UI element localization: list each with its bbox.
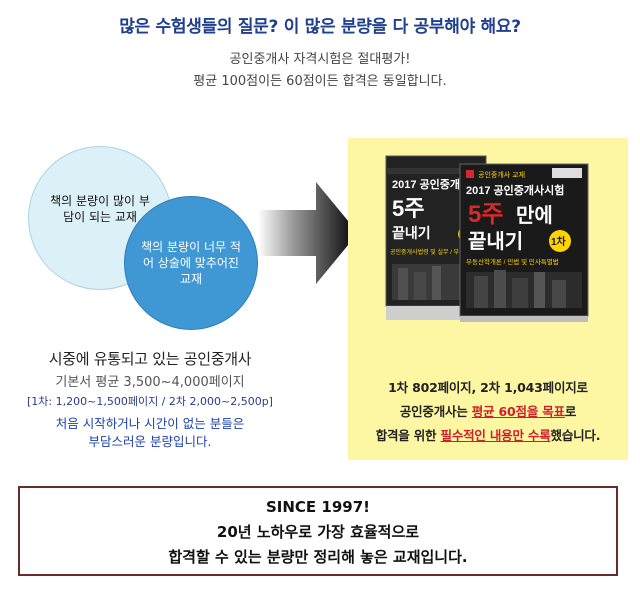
yellow-line3-highlight: 필수적인 내용만 수록 [440, 428, 551, 443]
bottom-summary-box: SINCE 1997! 20년 노하우로 가장 효율적으로 합격할 수 있는 분… [18, 486, 618, 576]
circle-thin-books-label: 책의 분량이 너무 적어 상술에 맞추어진 교재 [141, 240, 241, 286]
yellow-panel-text: 1차 802페이지, 2차 1,043페이지로 공인중개사는 평균 60점을 목… [348, 376, 628, 448]
market-books-info: 시중에 유통되고 있는 공인중개사 기본서 평균 3,500~4,000페이지 … [0, 348, 300, 451]
bottom-line1: SINCE 1997! [265, 498, 370, 516]
headline: 많은 수험생들의 질문? 이 많은 분량을 다 공부해야 해요? [119, 17, 521, 37]
svg-text:5주: 5주 [392, 196, 424, 221]
yellow-line2: 공인중개사는 평균 60점을 목표로 [348, 400, 628, 424]
yellow-line2-post: 로 [564, 404, 577, 419]
yellow-line3-pre: 합격을 위한 [375, 428, 441, 443]
back-book-subjects: 공인중개사법령 및 실무 / 부동산공법 [390, 248, 481, 256]
svg-text:끝내기: 끝내기 [392, 225, 431, 241]
market-books-note: 처음 시작하거나 시간이 없는 분들은 부담스러운 분량입니다. [0, 415, 300, 451]
circle-thin-books: 책의 분량이 너무 적어 상술에 맞추어진 교재 [124, 196, 258, 330]
svg-text:만에: 만에 [516, 204, 553, 227]
front-book-badge: 공인중개사 교재 [478, 170, 525, 179]
front-book-grade: 1차 [551, 235, 567, 248]
yellow-line3: 합격을 위한 필수적인 내용만 수록했습니다. [348, 424, 628, 448]
subheadline-1: 공인중개사 자격시험은 절대평가! [229, 52, 411, 67]
market-books-note-line2: 부담스러운 분량입니다. [88, 434, 212, 449]
front-book-subjects: 부동산학개론 / 민법 및 민사특별법 [466, 257, 559, 266]
front-book-title: 2017 공인중개사시험 [466, 183, 564, 197]
market-books-subtitle: 기본서 평균 3,500~4,000페이지 [55, 375, 245, 390]
svg-text:끝내기: 끝내기 [468, 230, 523, 253]
bottom-line3: 합격할 수 있는 분량만 정리해 놓은 교재입니다. [168, 548, 468, 566]
book-covers-image: 2017 공인중개사 5주 끝내기 2차 공인중개사법령 및 실무 / 부동산공… [385, 155, 589, 322]
market-books-title: 시중에 유통되고 있는 공인중개사 [48, 350, 252, 368]
svg-text:5주: 5주 [468, 201, 503, 228]
yellow-line2-pre: 공인중개사는 [399, 404, 472, 419]
circle-heavy-books-label: 책의 분량이 많이 부담이 되는 교재 [50, 194, 150, 224]
market-books-note-line1: 처음 시작하거나 시간이 없는 분들은 [55, 416, 245, 431]
yellow-line2-highlight: 평균 60점을 목표 [471, 404, 565, 419]
yellow-line3-post: 했습니다. [550, 428, 601, 443]
market-books-pages: [1차: 1,200~1,500페이지 / 2차 2,000~2,500p] [27, 395, 273, 408]
yellow-line1: 1차 802페이지, 2차 1,043페이지로 [388, 380, 588, 395]
bottom-line2: 20년 노하우로 가장 효율적으로 [216, 523, 420, 541]
back-book-title: 2017 공인중개사 [392, 177, 471, 191]
right-arrow-icon [258, 182, 358, 284]
subheadline-2: 평균 100점이든 60점이든 합격은 동일합니다. [193, 74, 447, 89]
